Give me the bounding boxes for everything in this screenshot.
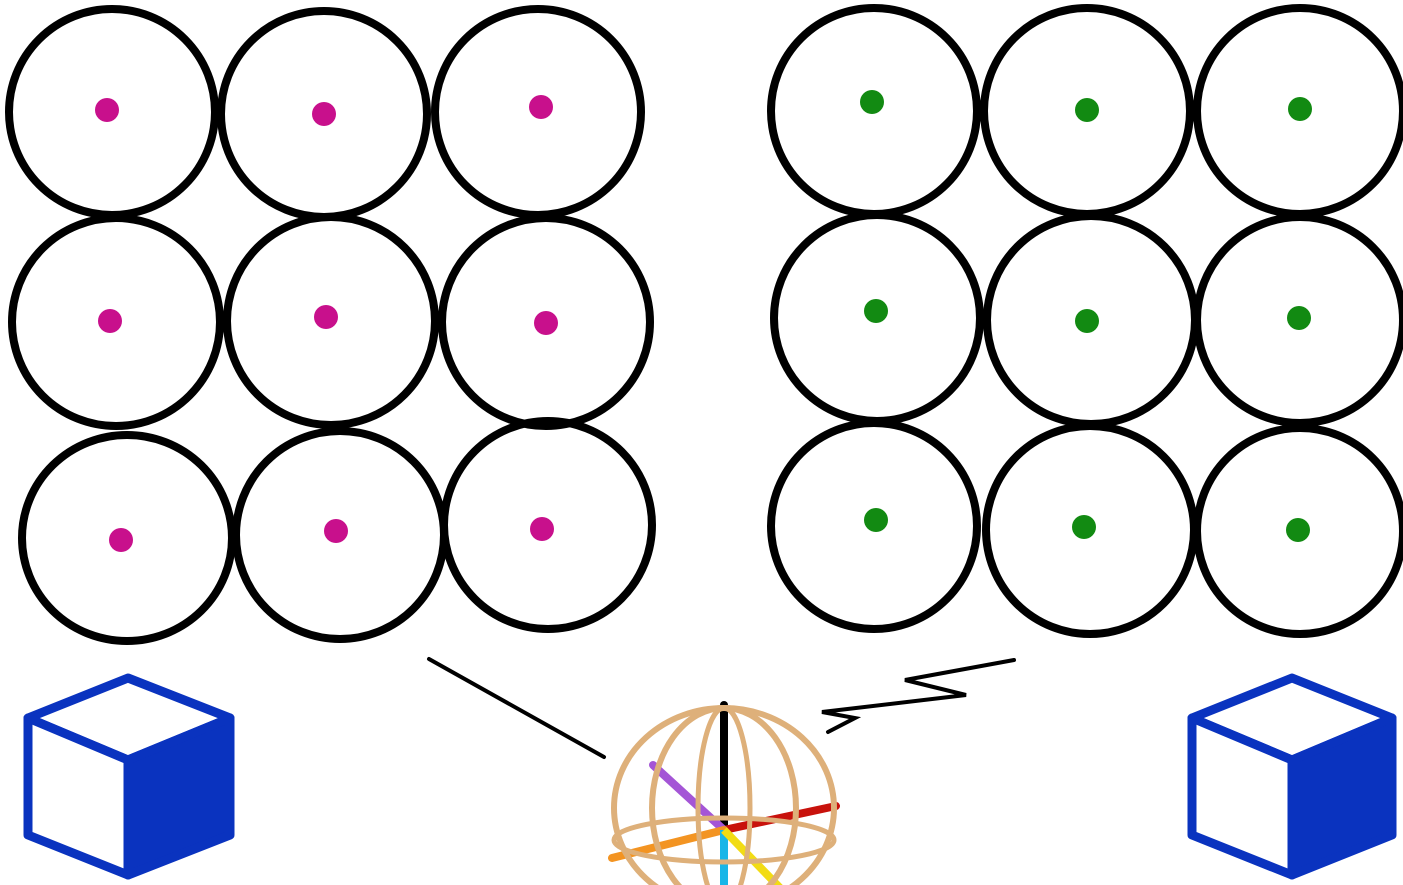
right-circle-1-2 — [984, 8, 1190, 214]
left-circle-3-3 — [444, 421, 652, 629]
right-connector-zigzag — [822, 660, 1014, 732]
right-cube-icon — [1192, 678, 1392, 875]
right-dot — [1288, 97, 1312, 121]
right-dot — [860, 90, 884, 114]
left-circle-2-1 — [12, 218, 220, 426]
left-dot — [530, 517, 554, 541]
right-dot — [1075, 309, 1099, 333]
left-dot — [98, 309, 122, 333]
left-dot — [314, 305, 338, 329]
left-circle-2-3 — [442, 218, 650, 426]
left-dot — [95, 98, 119, 122]
left-circle-grid — [9, 9, 652, 641]
right-dot — [864, 299, 888, 323]
left-circle-3-1 — [22, 435, 232, 641]
right-dot — [1075, 98, 1099, 122]
left-circle-1-1 — [9, 9, 215, 215]
right-dot — [1286, 518, 1310, 542]
left-circle-3-2 — [236, 431, 444, 639]
left-circle-1-3 — [435, 9, 641, 215]
right-circle-2-2 — [987, 216, 1195, 424]
right-circle-2-3 — [1197, 217, 1403, 423]
left-circle-2-2 — [227, 217, 435, 425]
left-circle-1-2 — [221, 11, 427, 217]
right-circle-3-3 — [1197, 428, 1403, 634]
right-circle-3-1 — [771, 423, 977, 629]
left-cube-icon — [28, 678, 230, 875]
left-dot — [324, 519, 348, 543]
right-dot — [1287, 306, 1311, 330]
right-circle-3-2 — [986, 426, 1194, 634]
right-circle-grid — [771, 8, 1403, 634]
right-circle-1-3 — [1197, 8, 1403, 214]
right-dot — [1072, 515, 1096, 539]
left-dot — [529, 95, 553, 119]
left-connector-line — [429, 659, 604, 757]
left-dot — [534, 311, 558, 335]
right-dot — [864, 508, 888, 532]
left-dot — [109, 528, 133, 552]
left-dot — [312, 102, 336, 126]
right-circle-1-1 — [771, 8, 977, 214]
axis-sphere-icon — [612, 705, 836, 885]
right-circle-2-1 — [774, 215, 980, 421]
